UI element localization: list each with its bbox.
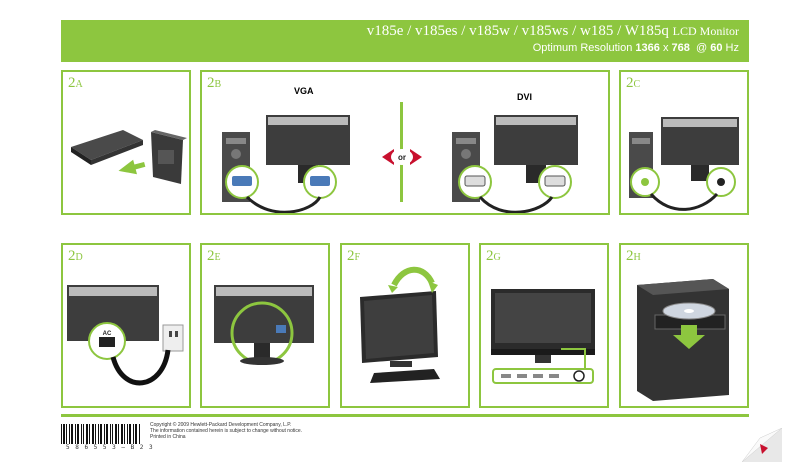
panel-2e: 2E [200,243,330,408]
copyright-line-3: Printed in China [150,434,186,440]
footer-divider [61,414,749,417]
copyright-notice: Copyright © 2009 Hewlett-Packard Develop… [150,422,302,440]
panel-2h: 2H [619,243,749,408]
resolution-height: 768 [671,42,690,54]
panel-2a: 2A [61,70,191,215]
panel-2h-label: 2H [626,248,641,264]
copyright-line-1: Copyright © 2009 Hewlett-Packard Develop… [150,422,292,428]
panel-2b-label: 2B [207,75,222,91]
panel-2d: 2D AC [61,243,191,408]
panel-2g: 2G [479,243,609,408]
panel-2d-label: 2D [68,248,83,264]
resolution-x: x [662,42,669,54]
header-banner: v185e / v185es / v185w / v185ws / w185 /… [61,20,749,62]
refresh-at: @ [696,42,708,54]
panel-2c: 2C [619,70,749,215]
refresh-unit: Hz [725,42,739,54]
barcode-number: 5 8 6 5 5 3 – B 2 3 [66,444,154,451]
page-curl-corner [742,428,782,462]
panel-2c-label: 2C [626,75,641,91]
panel-2b: 2B VGA DVI or [200,70,610,215]
resolution-label: Optimum Resolution [532,42,633,54]
dvi-label: DVI [517,92,533,102]
monitor-base-attach-illustration [71,130,187,184]
tilt-adjust-illustration [360,266,440,383]
resolution-line: Optimum Resolution 1366 x 768 @ 60 Hz [533,42,739,54]
power-cable-illustration: AC [67,285,184,386]
model-list: v185e / v185es / v185w / v185ws / w185 /… [366,23,669,39]
panel-2e-label: 2E [207,248,221,264]
barcode [61,424,140,444]
header-title: v185e / v185es / v185w / v185ws / w185 /… [367,23,739,40]
disc-insert-illustration [637,279,729,401]
panel-2f: 2F [340,243,470,408]
video-cable-illustration: or [222,102,578,213]
panel-2g-label: 2G [486,248,501,264]
audio-cable-illustration [629,117,739,211]
product-type: LCD Monitor [672,24,739,38]
panel-2f-label: 2F [347,248,361,264]
refresh-value: 60 [710,42,723,54]
or-label: or [398,153,406,162]
copyright-line-2: The information contained herein is subj… [150,428,303,434]
cable-management-illustration [214,285,314,365]
vga-label: VGA [294,86,314,96]
power-button-illustration [491,289,595,384]
resolution-width: 1366 [635,42,660,54]
ac-label: AC [103,331,112,337]
panel-2a-label: 2A [68,75,83,91]
